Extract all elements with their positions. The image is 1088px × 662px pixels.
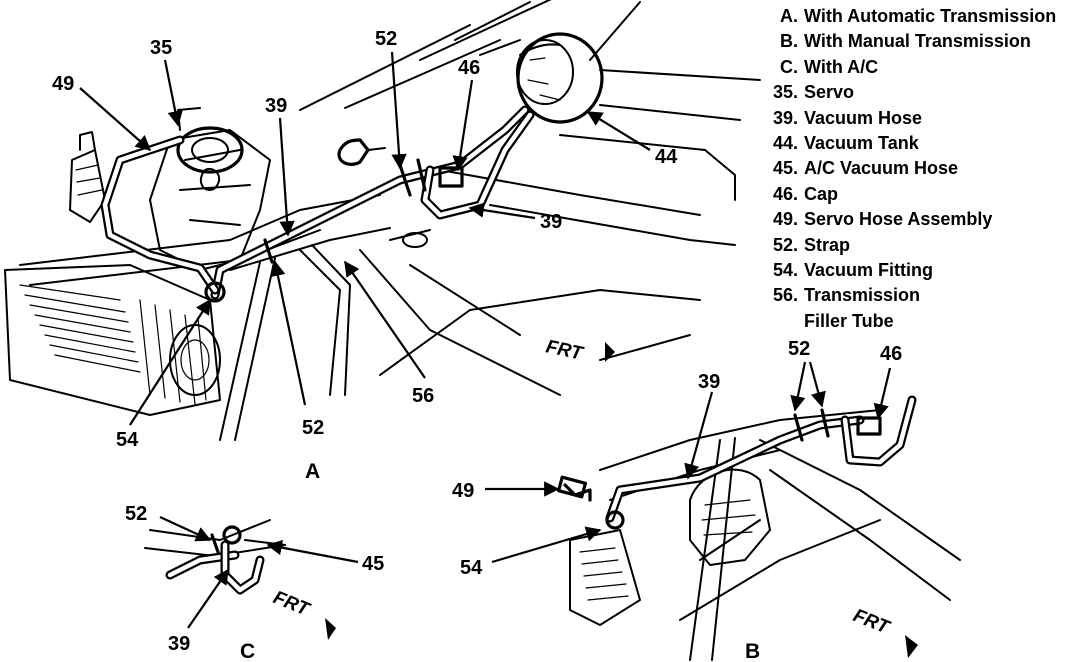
legend-text: Vacuum Hose [804, 107, 923, 128]
callout-49: 49 [52, 73, 74, 95]
legend-key: 45. [772, 158, 798, 179]
callout-54: 54 [116, 429, 139, 451]
legend-key: A. [780, 6, 798, 26]
legend-key: 49. [772, 209, 798, 230]
legend-key: 54. [772, 260, 798, 281]
legend-text: With A/C [804, 56, 879, 77]
vacuum-tank-shape [516, 32, 604, 124]
callout-46: 46 [458, 57, 480, 79]
legend-key: C. [780, 56, 798, 77]
view-label-a: A [305, 460, 320, 483]
legend-text: Vacuum Fitting [804, 260, 934, 281]
legend-item: 49. Servo Hose Assembly [760, 207, 1086, 232]
view-b-leaders [485, 361, 892, 564]
callout-35: 35 [150, 37, 172, 59]
callout-52-bottom: 52 [302, 417, 324, 439]
legend-item: 39. Vacuum Hose [760, 106, 1086, 131]
frt-arrow-b [905, 635, 918, 658]
legend-key: B. [780, 31, 798, 52]
legend-text: Servo Hose Assembly [804, 209, 993, 230]
frt-arrow-a [605, 342, 615, 362]
view-a-leaders [79, 51, 651, 426]
legend-item: A. With Automatic Transmission [760, 4, 1086, 29]
legend-item: 54. Vacuum Fitting [760, 258, 1086, 283]
callout-b-52: 52 [788, 338, 810, 360]
legend-item: C. With A/C [760, 55, 1086, 80]
callout-c-45: 45 [362, 553, 384, 575]
legend-text: Filler Tube [804, 310, 894, 331]
frt-label-b: FRT [850, 605, 893, 639]
callout-44: 44 [655, 146, 678, 168]
legend-text: Transmission [804, 285, 921, 306]
legend-text: Cap [804, 183, 839, 204]
legend-item: Filler Tube [760, 309, 1086, 334]
legend-text: Vacuum Tank [804, 133, 919, 154]
legend-text: Servo [804, 82, 855, 103]
legend-key [760, 309, 804, 334]
frt-label-a: FRT [544, 336, 586, 364]
legend-item: 44. Vacuum Tank [760, 131, 1086, 156]
view-label-c: C [240, 640, 255, 662]
servo-shape [176, 107, 244, 174]
legend-item: 35. Servo [760, 80, 1086, 105]
legend-key: 52. [772, 234, 798, 255]
callout-c-39: 39 [168, 633, 190, 655]
legend-item: 46. Cap [760, 182, 1086, 207]
callout-b-49: 49 [452, 480, 474, 502]
callout-c-52: 52 [125, 503, 147, 525]
legend-text: With Automatic Transmission [804, 6, 1057, 26]
view-c-illustration [144, 519, 286, 595]
frt-arrow-c [325, 618, 336, 640]
legend-text: With Manual Transmission [804, 31, 1031, 52]
legend-text: Strap [804, 234, 851, 255]
callout-b-54: 54 [460, 557, 483, 579]
callout-52-top: 52 [375, 28, 397, 50]
legend-key: 56. [772, 285, 798, 306]
view-label-b: B [745, 640, 760, 662]
frt-label-c: FRT [270, 587, 313, 621]
legend-item: B. With Manual Transmission [760, 29, 1086, 54]
legend-key: 44. [772, 133, 798, 154]
callout-39-right: 39 [540, 211, 562, 233]
legend-item: 56. Transmission [760, 283, 1086, 308]
legend-item: 45. A/C Vacuum Hose [760, 156, 1086, 181]
callout-b-39: 39 [698, 371, 720, 393]
legend-key: 39. [772, 107, 798, 128]
legend-key: 35. [772, 82, 798, 103]
legend-text: A/C Vacuum Hose [804, 158, 959, 179]
callout-39-top: 39 [265, 95, 287, 117]
callout-b-46: 46 [880, 343, 902, 365]
view-b-callouts: 52 46 39 49 54 FRT B [452, 338, 918, 662]
callout-56: 56 [412, 385, 434, 407]
view-c-leaders [159, 516, 359, 629]
legend-item: 52. Strap [760, 233, 1086, 258]
view-a-illustration [4, 0, 761, 441]
legend-key: 46. [772, 183, 798, 204]
view-b-illustration [556, 395, 961, 661]
